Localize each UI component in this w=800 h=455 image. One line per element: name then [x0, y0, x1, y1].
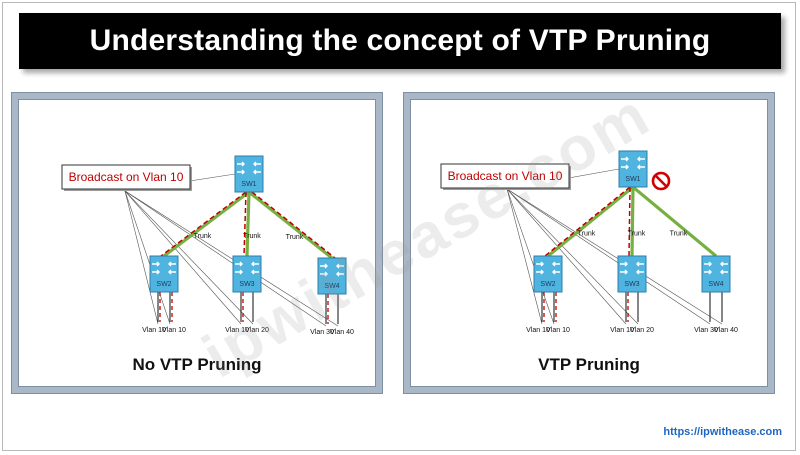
trunk-link: [163, 190, 250, 258]
broadcast-path: [628, 186, 631, 257]
broadcast-callout: Broadcast on Vlan 10: [61, 164, 192, 191]
switch-icon: SW1: [618, 150, 648, 188]
fan-line: [124, 190, 254, 325]
switch-icon: SW1: [234, 155, 264, 193]
switch-label: SW3: [239, 281, 254, 288]
trunk-label: Trunk: [670, 231, 688, 238]
fan-lines: [124, 173, 339, 327]
switch-label: SW4: [708, 281, 723, 288]
broadcast-path: [160, 191, 247, 257]
fan-line: [506, 188, 543, 325]
fan-line: [124, 190, 159, 325]
vlan-label: Vlan 10: [162, 327, 186, 334]
caption-pruning: VTP Pruning: [538, 355, 640, 374]
trunk-label: Trunk: [286, 234, 304, 241]
switch-label: SW4: [324, 283, 339, 290]
connection-lines: [506, 168, 723, 325]
footer-url-link[interactable]: https://ipwithease.com: [663, 426, 782, 438]
switch-icon: SW4: [317, 257, 347, 295]
switch-label: SW2: [156, 281, 171, 288]
broadcast-path: [243, 191, 247, 257]
fan-line: [124, 190, 242, 325]
switch-icon: SW3: [617, 255, 647, 293]
trunk-link: [248, 190, 333, 260]
switch-label: SW1: [241, 181, 256, 188]
fan-line: [506, 188, 723, 325]
broadcast-path: [544, 186, 631, 257]
vlan-label: Vlan 40: [714, 327, 738, 334]
page-frame: [2, 2, 796, 451]
switch-label: SW2: [540, 281, 555, 288]
connection-lines: [124, 173, 339, 327]
title-banner: Understanding the concept of VTP Pruning: [19, 13, 781, 69]
switch-label: SW1: [625, 176, 640, 183]
trunk-link: [631, 185, 718, 258]
fan-lines: [506, 168, 723, 325]
trunk-label: Trunk: [628, 231, 646, 238]
vlan-label: Vlan 10: [610, 327, 634, 334]
vlan-label: Vlan 10: [225, 327, 249, 334]
broadcast-label: Broadcast on Vlan 10: [69, 170, 184, 184]
fan-line: [506, 188, 711, 325]
switch-icon: SW4: [701, 255, 731, 293]
fan-line: [506, 188, 627, 325]
broadcast-label: Broadcast on Vlan 10: [448, 169, 563, 183]
fan-line: [506, 188, 639, 325]
vlan-label: Vlan 30: [694, 327, 718, 334]
vlan-label: Vlan 20: [245, 327, 269, 334]
switch-icon: SW2: [533, 255, 563, 293]
page-title: Understanding the concept of VTP Pruning: [89, 24, 711, 57]
vlan-label: Vlan 10: [142, 327, 166, 334]
trunk-label: Trunk: [578, 231, 596, 238]
no-entry-icon: [651, 171, 671, 191]
vlan-label: Vlan 30: [310, 329, 334, 336]
trunk-link: [546, 185, 635, 258]
fan-line: [506, 188, 555, 325]
broadcast-callout: Broadcast on Vlan 10: [440, 163, 571, 190]
fan-line: [124, 190, 327, 327]
vlan-label: Vlan 10: [546, 327, 570, 334]
trunk-label: Trunk: [194, 233, 212, 240]
broadcast-path: [251, 191, 336, 259]
trunk-link: [245, 191, 251, 257]
switch-label: SW3: [624, 281, 639, 288]
trunk-link: [630, 186, 635, 257]
fan-line: [124, 190, 339, 327]
vlan-label: Vlan 20: [630, 327, 654, 334]
vlan-label: Vlan 40: [330, 329, 354, 336]
caption-no-pruning: No VTP Pruning: [132, 355, 262, 374]
switch-icon: SW2: [149, 255, 179, 293]
switch-icon: SW3: [232, 255, 262, 293]
fan-line: [124, 190, 171, 325]
trunk-label: Trunk: [243, 233, 261, 240]
vlan-label: Vlan 10: [526, 327, 550, 334]
